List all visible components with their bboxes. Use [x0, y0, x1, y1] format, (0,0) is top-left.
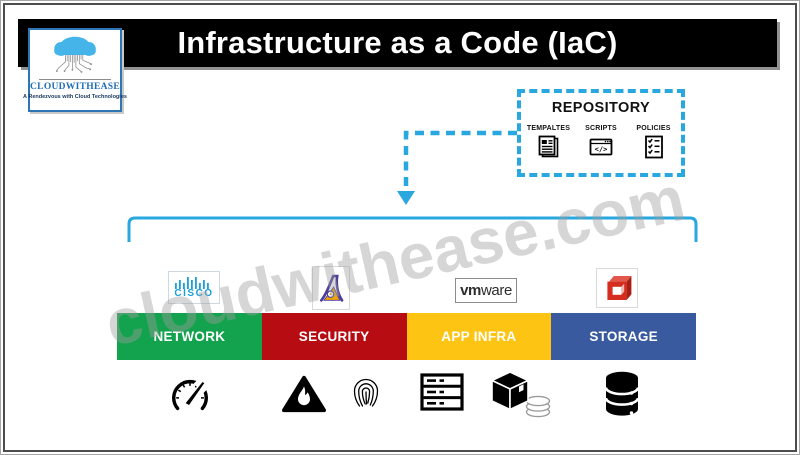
repository-items: TEMPALTES SCRIPTS — [521, 125, 681, 159]
logo-name: CLOUDWITHEASE — [30, 82, 120, 92]
red-cube-logo — [596, 268, 638, 308]
policies-label: POLICIES — [636, 125, 671, 132]
storage-label: STORAGE — [589, 329, 658, 344]
repository-box: REPOSITORY TEMPALTES SCRIPTS — [517, 89, 685, 177]
vmware-bold-part: vm — [460, 282, 481, 299]
cisco-logo: CISCO — [168, 271, 220, 304]
security-bar: SECURITY — [261, 313, 407, 360]
repository-item-templates: TEMPALTES — [524, 125, 574, 159]
app-infra-bar: APP INFRA — [406, 313, 552, 360]
category-bracket — [127, 216, 698, 242]
package-box — [490, 371, 530, 411]
red-cube-icon — [607, 276, 632, 300]
speedometer-icon — [172, 379, 208, 411]
vmware-logo: vmware — [455, 278, 517, 303]
title-banner: Infrastructure as a Code (IaC) — [18, 19, 777, 67]
security-emblem-logo — [312, 266, 350, 310]
repository-title: REPOSITORY — [551, 100, 651, 116]
logo-divider — [39, 79, 111, 80]
server-rack-icon — [420, 373, 464, 411]
firewall-icon — [282, 375, 326, 413]
checklist-icon — [644, 135, 663, 159]
svg-text:</>: </> — [595, 146, 608, 154]
security-label: SECURITY — [298, 329, 370, 344]
cisco-bars-icon — [175, 276, 209, 289]
page-title: Infrastructure as a Code (IaC) — [177, 25, 618, 60]
category-bars: NETWORK SECURITY APP INFRA STORAGE — [117, 313, 696, 360]
app-infra-label: APP INFRA — [441, 329, 517, 344]
storage-bar: STORAGE — [551, 313, 696, 360]
cloud-roots-icon — [54, 36, 96, 73]
network-label: NETWORK — [153, 329, 226, 344]
fingerprint-icon — [353, 378, 379, 407]
vmware-regular-part: ware — [480, 282, 512, 299]
repository-item-scripts: SCRIPTS </> — [576, 125, 626, 159]
network-bar: NETWORK — [117, 313, 262, 360]
document-icon — [538, 135, 558, 158]
security-emblem-icon — [319, 274, 344, 302]
cisco-wordmark: CISCO — [174, 287, 214, 299]
package-storage-icon — [490, 371, 551, 418]
logo-tagline: A Rendezvous with Cloud Technologies — [23, 94, 127, 100]
code-icon: </> — [589, 138, 613, 156]
cloudwithease-logo: CLOUDWITHEASE A Rendezvous with Cloud Te… — [23, 28, 127, 112]
scripts-label: SCRIPTS — [585, 125, 617, 132]
database-icon — [604, 371, 640, 416]
inner-frame — [3, 3, 797, 452]
vmware-wordmark: vmware — [460, 282, 512, 299]
disk-stack — [525, 395, 551, 418]
dashed-arrow — [397, 130, 517, 205]
repository-item-policies: POLICIES — [629, 125, 679, 159]
templates-label: TEMPALTES — [526, 125, 571, 132]
